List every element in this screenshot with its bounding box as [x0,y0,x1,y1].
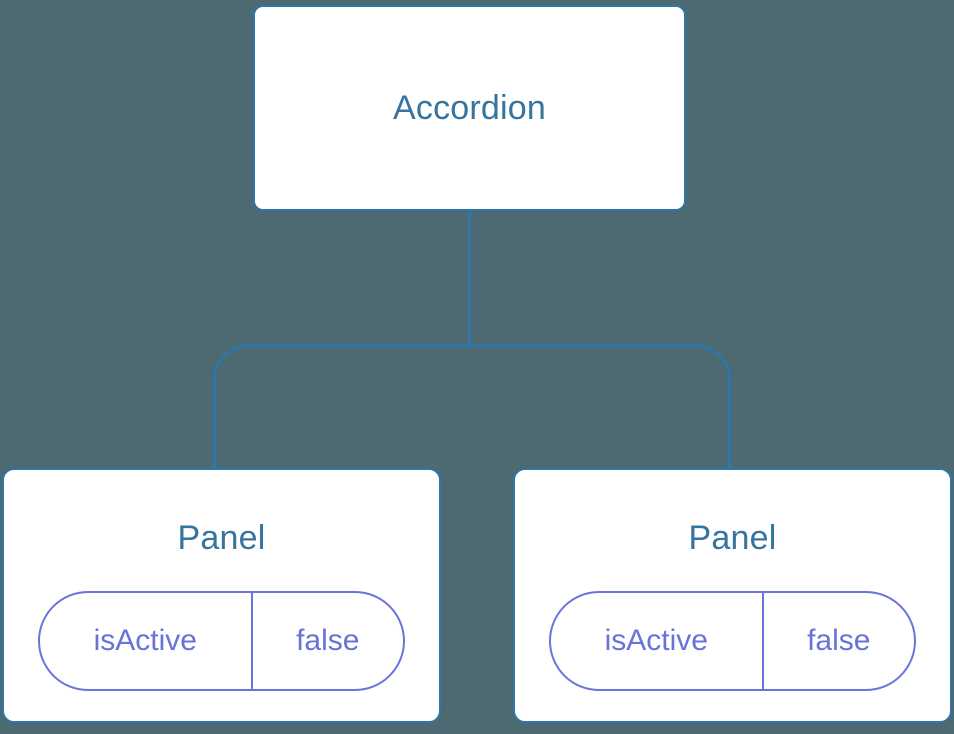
state-key: isActive [604,624,708,657]
panel-node-left: Panel isActive false [2,468,441,723]
panel-node-label: Panel [177,519,266,557]
connector-bracket [213,344,731,470]
root-node: Accordion [253,5,686,211]
panel-node-right: Panel isActive false [513,468,952,723]
connector-stem [468,211,471,347]
root-node-label: Accordion [393,88,546,127]
state-pill: isActive false [38,591,405,691]
state-key: isActive [93,624,197,657]
state-pill: isActive false [549,591,916,691]
state-value: false [761,593,914,689]
state-value: false [250,593,403,689]
panel-node-label: Panel [688,519,777,557]
